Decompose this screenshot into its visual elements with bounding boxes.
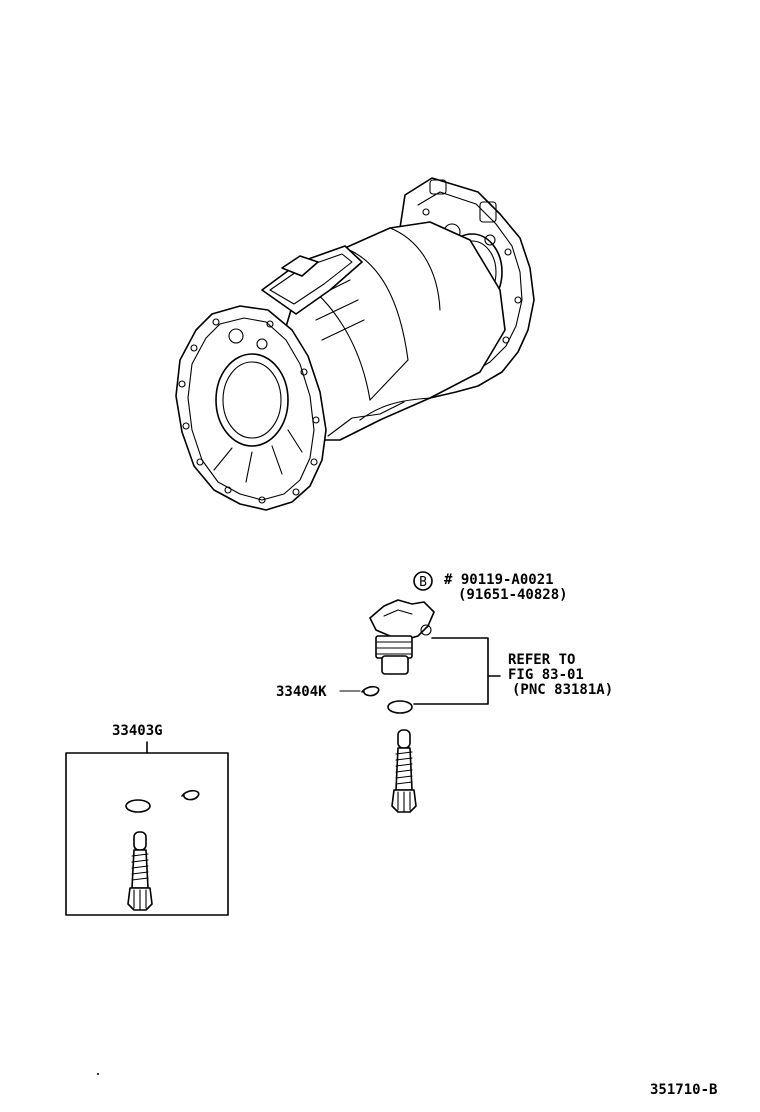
- transmission-case-drawing: [175, 177, 535, 511]
- kit-part-label: 33403G: [112, 723, 163, 739]
- refer-to-line1: REFER TO: [508, 652, 575, 668]
- refer-bracket: [413, 637, 501, 705]
- ring-part-label: 33404K: [276, 684, 327, 700]
- refer-to-line3: (PNC 83181A): [512, 682, 613, 698]
- clip-drawing: [361, 685, 380, 697]
- kit-o-ring-drawing: [125, 799, 151, 813]
- speed-sensor-drawing: [369, 599, 435, 675]
- driven-gear-drawing: [391, 729, 417, 813]
- o-ring-drawing: [387, 700, 413, 714]
- bolt-circle-badge: [413, 571, 433, 591]
- kit-clip-drawing: [181, 789, 200, 801]
- stray-dot: [97, 1073, 99, 1075]
- kit-box: [65, 752, 229, 916]
- figure-code: 351710-B: [650, 1082, 717, 1098]
- kit-driven-gear-drawing: [127, 831, 153, 911]
- bolt-alt-part-number: (91651-40828): [458, 587, 568, 603]
- refer-to-line2: FIG 83-01: [508, 667, 584, 683]
- bolt-part-number: # 90119-A0021: [444, 572, 554, 588]
- bolt-circle-letter: B: [419, 575, 427, 590]
